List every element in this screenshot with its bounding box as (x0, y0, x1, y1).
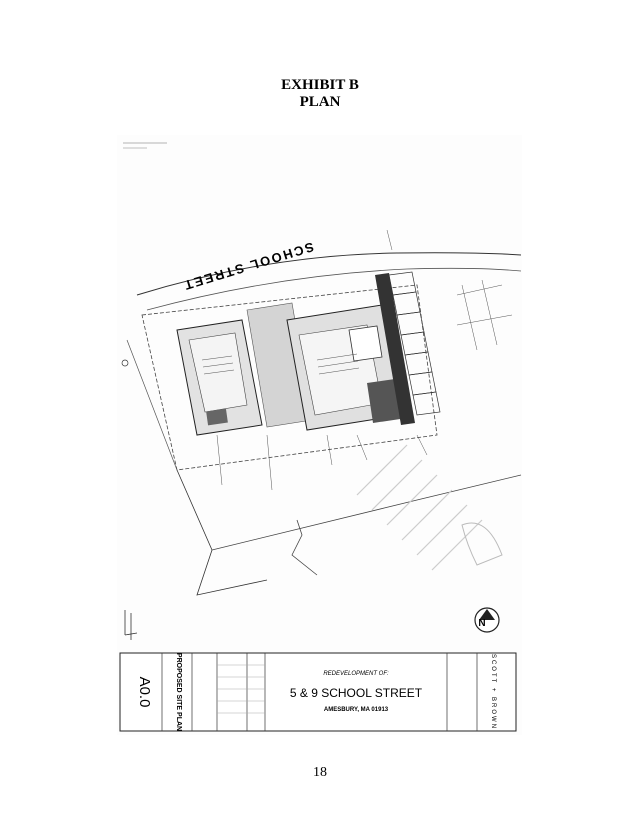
curved-island (461, 522, 503, 566)
building-left-text (203, 369, 235, 375)
building-left-text (202, 362, 234, 368)
building-left-text (201, 355, 233, 361)
building-right-text (317, 360, 359, 368)
building-left-shade (206, 408, 228, 426)
leader-lines (216, 229, 513, 491)
firm-name: SCOTT + BROWN (490, 654, 496, 730)
building-right-text (316, 353, 358, 361)
parking-stall (412, 391, 441, 416)
building-right-text (318, 367, 360, 375)
page-number: 18 (313, 765, 327, 780)
project-location: AMESBURY, MA 01913 (324, 707, 389, 713)
lower-boundary (176, 469, 268, 596)
north-arrow: N (474, 607, 500, 633)
sheet-title-text: PROPOSED SITE PLAN (175, 653, 182, 731)
wall-strip (375, 273, 415, 425)
sheet-title: PROPOSED SITE PLAN (175, 653, 182, 731)
redevelopment-label: REDEVELOPMENT OF: (323, 671, 389, 677)
drawing-sheet (117, 135, 522, 735)
building-left-inner (188, 332, 248, 413)
side-boundary (126, 339, 178, 471)
hatched-area (356, 444, 483, 571)
north-arrow-label: N (478, 618, 485, 629)
building-right-stair (348, 325, 383, 362)
project-name: 5 & 9 SCHOOL STREET (290, 686, 423, 700)
detail-symbol (124, 610, 138, 640)
street-curb-south (146, 267, 522, 311)
lower-boundary-2 (211, 474, 522, 551)
parking-stalls (388, 271, 441, 416)
section-marker (121, 359, 129, 367)
title-block-frame (119, 652, 517, 732)
title-block: A0.0 PROPOSED SITE PLAN REDEVELOPMENT OF… (119, 652, 517, 732)
site-plan-drawing: SCHOOL STREET (117, 135, 522, 735)
walkway (291, 519, 318, 576)
sheet-number: A0.0 (136, 677, 153, 708)
street-curb-north (136, 252, 522, 296)
property-line (141, 284, 438, 471)
exhibit-title: EXHIBIT B (281, 77, 359, 93)
exhibit-subtitle: PLAN (299, 94, 341, 110)
north-arrow-pointer (479, 609, 495, 620)
